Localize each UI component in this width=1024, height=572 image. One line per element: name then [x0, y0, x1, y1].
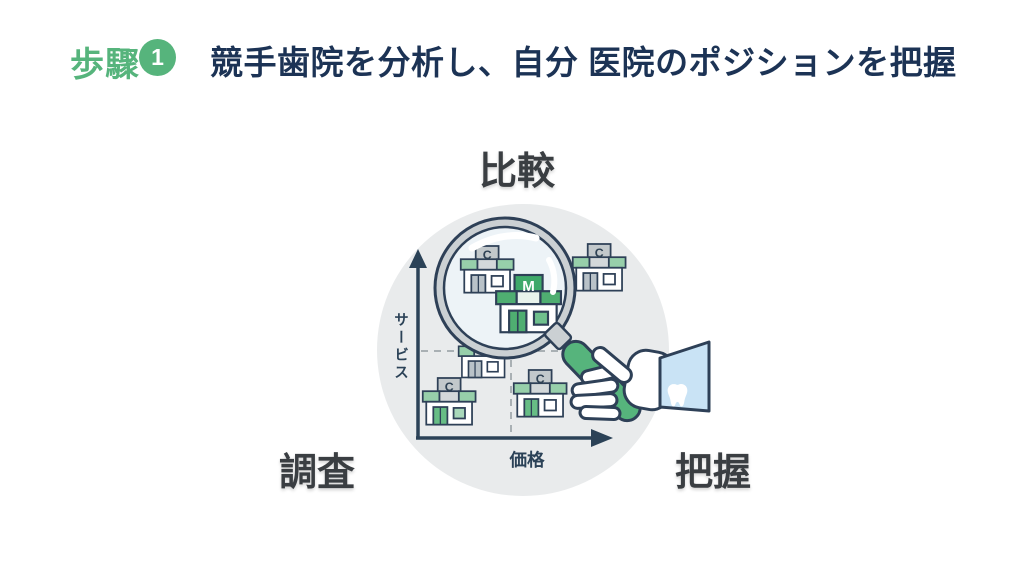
tooth-icon [667, 384, 688, 407]
y-axis-arrow-icon [409, 249, 427, 268]
keyword-grasp: 把握 [674, 452, 751, 494]
finger [578, 405, 622, 421]
handle-connector [543, 321, 573, 351]
clinic-building-bottom-center: C [512, 369, 568, 418]
svg-text:C: C [595, 246, 604, 260]
keyword-comparison: 比較 [478, 151, 555, 193]
thumb [591, 346, 633, 384]
step-number: 1 [151, 44, 164, 70]
clinic-building-top-right: C [571, 243, 627, 292]
positioning-axes [416, 264, 594, 440]
svg-text:C: C [536, 372, 545, 386]
dentist-sleeve-icon [658, 340, 711, 413]
x-axis-arrow-icon [591, 429, 613, 447]
page-title: 競手歯院を分析し、自分 医院のポジションを把握 [210, 44, 957, 81]
y-axis-label: サービス [392, 312, 408, 382]
x-axis-label: 価格 [509, 450, 545, 470]
keyword-survey: 調査 [278, 452, 355, 494]
step-label: 歩驟 [70, 46, 140, 84]
svg-text:C: C [483, 248, 492, 262]
my-clinic-building: M [495, 273, 563, 334]
clinic-building-bottom-left: C [421, 377, 477, 426]
svg-text:M: M [522, 278, 535, 295]
clinic-building-in-lens: C [459, 245, 515, 294]
lens-highlight [468, 232, 558, 295]
svg-text:C: C [445, 380, 454, 394]
step-number-badge: 1 [139, 39, 176, 76]
